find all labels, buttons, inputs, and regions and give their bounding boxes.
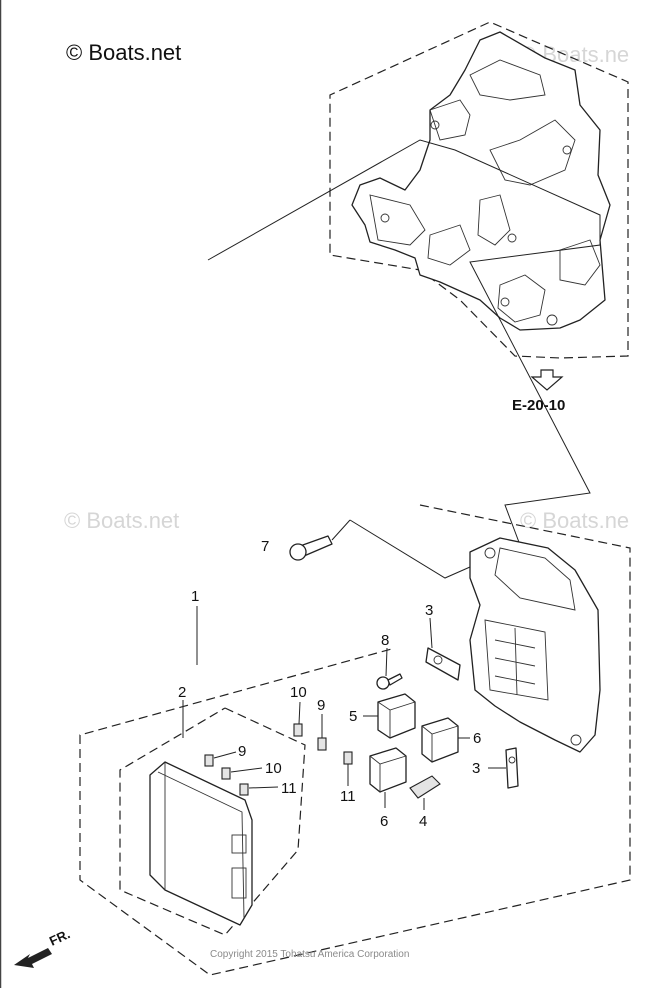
- relay-5: [363, 693, 416, 739]
- bracket-hole-5: [546, 314, 558, 326]
- clamp-upper-lead: [429, 617, 433, 649]
- bolt-lead: [331, 519, 351, 541]
- relay-5-body: [377, 693, 416, 739]
- callout-1: 1: [191, 588, 199, 605]
- callout-6-right: 6: [473, 730, 481, 747]
- cover-fuse-11: [239, 783, 249, 796]
- fuse-box-hole-2: [570, 734, 582, 746]
- bracket-hole-3: [380, 213, 390, 223]
- bracket-detail-4: [427, 224, 471, 266]
- cover-fuse-9: [204, 754, 214, 767]
- relay-6r-body: [421, 717, 459, 763]
- callout-11-loose: 11: [340, 788, 356, 805]
- cover-fuse-9-lead: [213, 751, 237, 759]
- cover-rim: [157, 762, 245, 919]
- fuse-box-cover: [149, 761, 253, 926]
- bracket-detail-7: [469, 59, 546, 101]
- front-arrow-icon: [14, 948, 52, 968]
- cover-latch-1: [231, 834, 247, 854]
- relay-6r-top: [421, 725, 459, 762]
- cover-fuse-10: [221, 767, 231, 780]
- upper-dashed-outline: [329, 21, 629, 359]
- clamp-upper-hole: [433, 655, 443, 665]
- upper-bracket-group: [329, 21, 629, 359]
- relay-6l-body: [369, 747, 407, 793]
- cover-body: [149, 761, 253, 926]
- screw-lead: [385, 647, 388, 677]
- bracket-hole-6: [500, 297, 510, 307]
- bracket-detail-1: [429, 99, 471, 141]
- cover-latch-2: [231, 867, 247, 899]
- front-label: FR.: [47, 926, 72, 948]
- clamp-3-lower: [488, 747, 519, 789]
- callout-10-loose: 10: [290, 684, 307, 701]
- callout-9-cover: 9: [238, 743, 246, 760]
- screw-8: [376, 647, 403, 690]
- copyright-text: Copyright 2015 Tohatsu America Corporati…: [210, 949, 409, 960]
- clamp-3-upper: [425, 617, 461, 681]
- bracket-hole-4: [507, 233, 517, 243]
- screw-shank: [387, 673, 403, 686]
- fuse-10-loose: [293, 701, 303, 737]
- callout-9-loose: 9: [317, 697, 325, 714]
- fuse-box-top: [494, 547, 576, 611]
- fuse-10-loose-body: [293, 723, 303, 737]
- callout-5: 5: [349, 708, 357, 725]
- lower-dashed-outline: [79, 504, 631, 976]
- callout-10-cover: 10: [265, 760, 282, 777]
- fuse-9-loose: [317, 714, 327, 751]
- bolt-head: [289, 543, 307, 561]
- fuse-11-loose-body: [343, 751, 353, 765]
- fuse-box-hole-1: [484, 547, 496, 559]
- callout-3-lower: 3: [472, 760, 480, 777]
- clamp-lower-hole: [508, 756, 516, 764]
- callout-6-lower: 6: [380, 813, 388, 830]
- cover-fuse-10-lead: [230, 767, 263, 773]
- fuse-box-slots: [484, 619, 549, 701]
- cover-fuses: [204, 751, 279, 796]
- callout-2: 2: [178, 684, 186, 701]
- cover-fuse-11-lead: [248, 786, 279, 789]
- clip-4-body: [409, 775, 441, 799]
- cover-dashed-outline: [119, 707, 306, 936]
- relay-6-lower: [369, 747, 407, 808]
- bracket-detail-3: [369, 194, 426, 246]
- reference-label: E-20-10: [512, 397, 565, 414]
- fuse-box-body: [469, 537, 601, 753]
- fuse-9-loose-body: [317, 737, 327, 751]
- callout-4: 4: [419, 813, 427, 830]
- bracket-detail-2: [489, 119, 576, 186]
- bracket-detail-8: [477, 194, 511, 246]
- clamp-lower-body: [505, 747, 519, 789]
- bracket-detail-5: [497, 274, 546, 323]
- callout-8: 8: [381, 632, 389, 649]
- bracket-detail-6: [559, 239, 601, 286]
- callout-7: 7: [261, 538, 269, 555]
- watermark-faint-mid-left: © Boats.net: [64, 508, 179, 533]
- fuse-10-loose-lead: [298, 701, 301, 725]
- reference-arrow: [530, 369, 564, 391]
- upper-bracket: [351, 31, 611, 331]
- fuse-box: [469, 537, 601, 753]
- relay-6l-top: [369, 755, 407, 792]
- screw-head: [376, 676, 390, 690]
- bracket-hole-2: [562, 145, 572, 155]
- clip-4: [409, 775, 441, 810]
- bracket-hole-1: [430, 120, 440, 130]
- relay-6-right: [421, 717, 470, 763]
- callout-11-cover: 11: [281, 780, 297, 797]
- front-direction-marker: FR.: [14, 926, 72, 968]
- down-arrow-icon: [530, 369, 564, 391]
- relay-5-top: [377, 701, 416, 738]
- bolt-7: [289, 519, 351, 561]
- fuse-11-loose: [343, 751, 353, 786]
- clamp-upper-body: [425, 647, 461, 681]
- callout-3-upper: 3: [425, 602, 433, 619]
- watermark-main: © Boats.net: [66, 40, 181, 65]
